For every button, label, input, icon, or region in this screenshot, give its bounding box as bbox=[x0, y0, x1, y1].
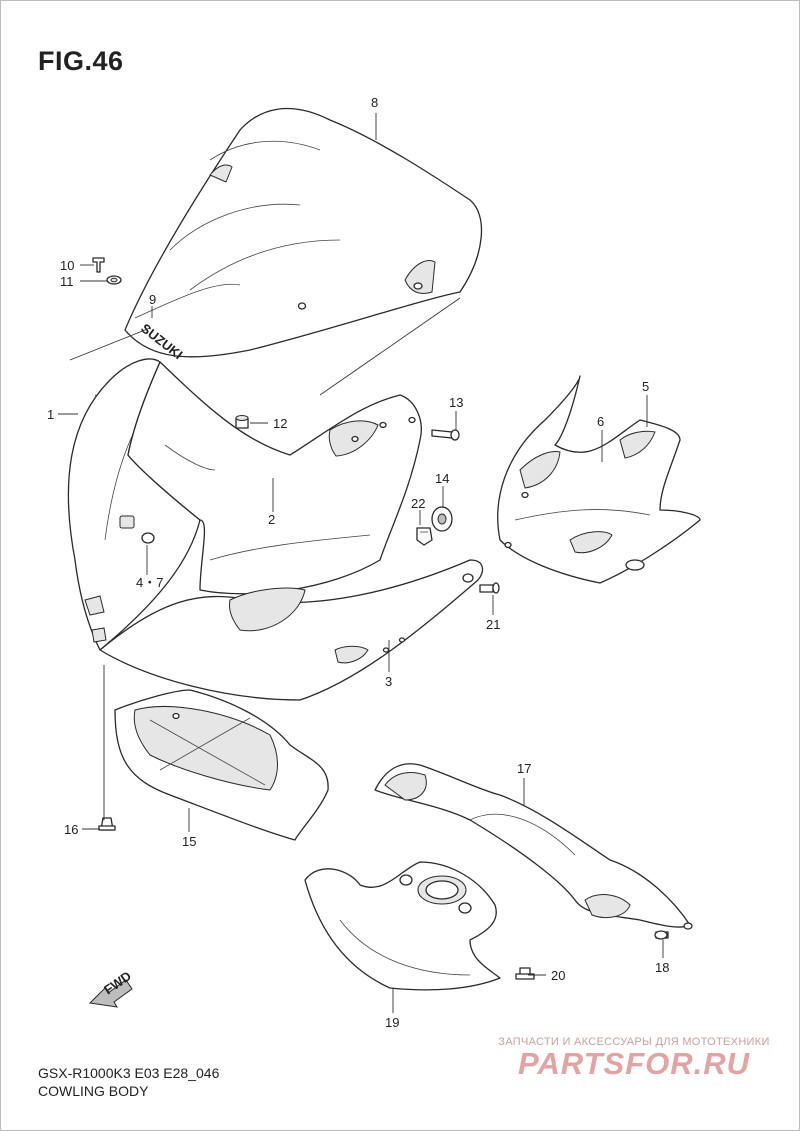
callout-8: 8 bbox=[371, 95, 378, 110]
grommet-12[interactable] bbox=[235, 415, 249, 429]
callout-10: 10 bbox=[60, 258, 74, 273]
callout-15: 15 bbox=[182, 834, 196, 849]
forward-arrow-icon: FWD bbox=[88, 968, 134, 1008]
heat-shield-19[interactable] bbox=[304, 861, 501, 991]
watermark: ЗАПЧАСТИ И АКСЕССУАРЫ ДЛЯ МОТОТЕХНИКИ PA… bbox=[488, 1036, 780, 1082]
screw-18[interactable] bbox=[654, 930, 669, 940]
callout-5: 5 bbox=[642, 379, 649, 394]
screw-21[interactable] bbox=[479, 582, 500, 594]
callout-9: 9 bbox=[149, 292, 156, 307]
screw-10[interactable] bbox=[92, 257, 105, 273]
air-duct-17[interactable] bbox=[374, 763, 693, 930]
callout-20: 20 bbox=[551, 968, 565, 983]
bolt-20[interactable] bbox=[515, 967, 535, 980]
leader-lines bbox=[58, 113, 664, 1013]
side-cowling-part[interactable] bbox=[497, 375, 701, 584]
bolt-13[interactable] bbox=[431, 429, 460, 441]
callout-4-7: 4・7 bbox=[136, 575, 163, 590]
callout-12: 12 bbox=[273, 416, 287, 431]
middle-cowling-part[interactable] bbox=[127, 361, 422, 595]
windscreen-part[interactable] bbox=[124, 107, 483, 358]
callout-22: 22 bbox=[411, 496, 425, 511]
group-name: COWLING BODY bbox=[38, 1083, 149, 1099]
figure-title: FIG.46 bbox=[38, 46, 124, 76]
fastener-16[interactable] bbox=[98, 817, 116, 831]
watermark-logo: PARTSFOR.RU bbox=[517, 1046, 751, 1081]
model-code: GSX-R1000K3 E03 E28_046 bbox=[38, 1065, 220, 1081]
callout-11: 11 bbox=[60, 274, 74, 289]
callout-16: 16 bbox=[64, 822, 78, 837]
watermark-tagline: ЗАПЧАСТИ И АКСЕССУАРЫ ДЛЯ МОТОТЕХНИКИ bbox=[498, 1036, 770, 1048]
callout-19: 19 bbox=[385, 1015, 399, 1030]
bushing-14[interactable] bbox=[431, 506, 453, 532]
callout-1: 1 bbox=[47, 407, 54, 422]
callout-17: 17 bbox=[517, 761, 531, 776]
lower-cowling-part[interactable] bbox=[99, 559, 484, 701]
callout-6: 6 bbox=[597, 414, 604, 429]
callout-2: 2 bbox=[268, 512, 275, 527]
callout-18: 18 bbox=[655, 960, 669, 975]
callout-21: 21 bbox=[486, 617, 500, 632]
callout-13: 13 bbox=[449, 395, 463, 410]
callout-14: 14 bbox=[435, 471, 449, 486]
callout-3: 3 bbox=[385, 674, 392, 689]
washer-11[interactable] bbox=[106, 275, 122, 285]
diagram-caption: GSX-R1000K3 E03 E28_046 COWLING BODY bbox=[38, 1064, 219, 1100]
bracket-22[interactable] bbox=[416, 527, 433, 546]
inner-panel-15[interactable] bbox=[114, 689, 329, 841]
